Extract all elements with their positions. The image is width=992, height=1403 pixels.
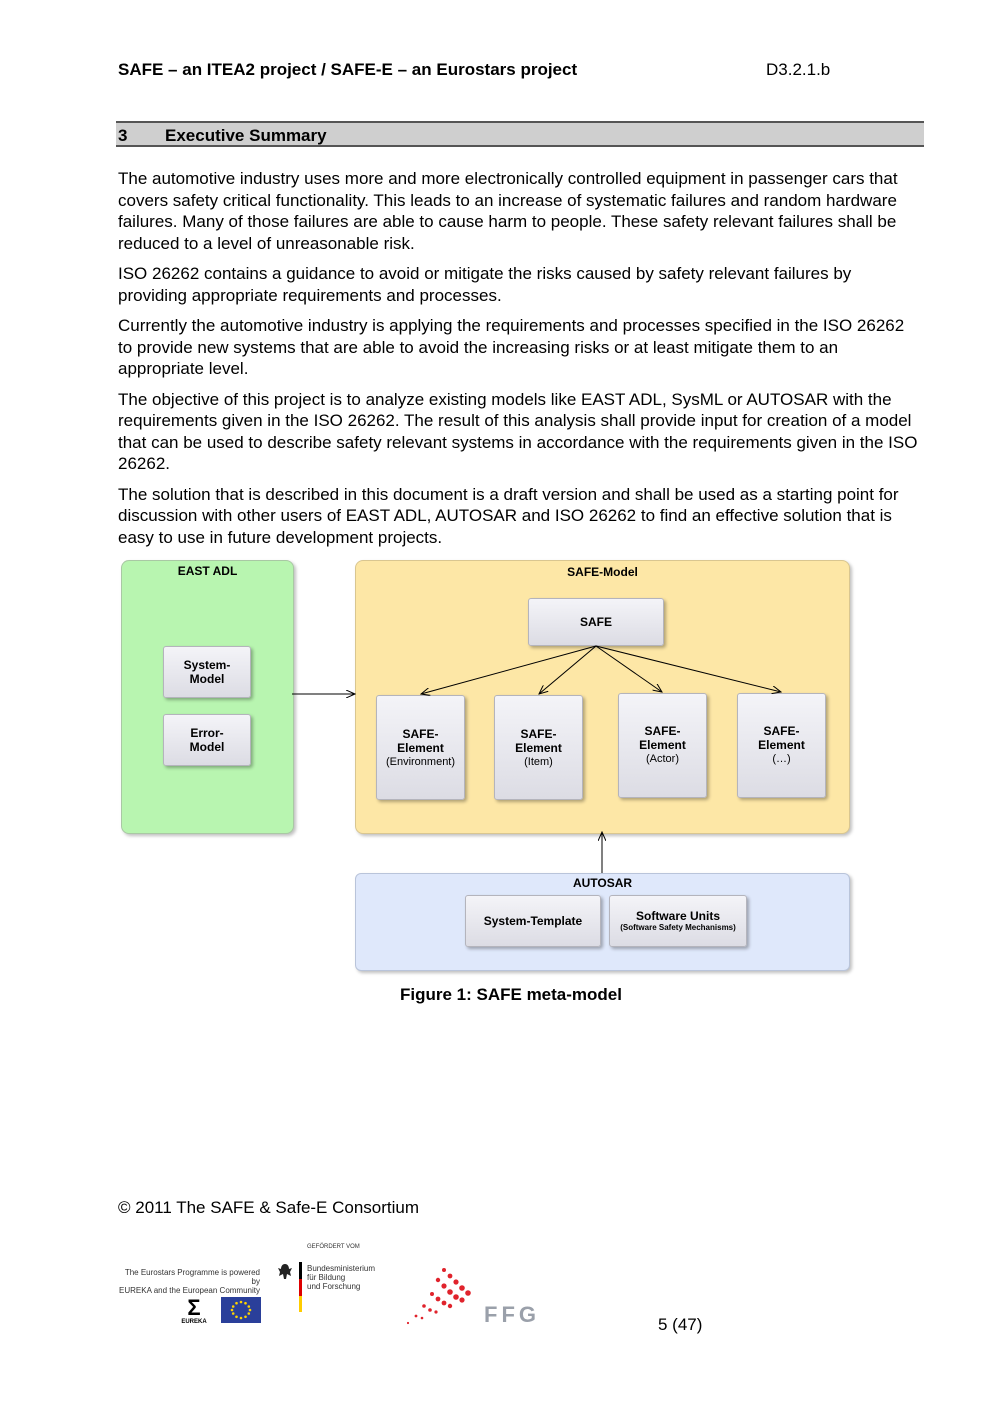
bmbf-text: Bundesministerium [307, 1264, 376, 1273]
box-label: Model [189, 740, 225, 754]
eagle-icon [276, 1262, 294, 1282]
software-units-box: Software Units (Software Safety Mechanis… [609, 895, 747, 947]
safe-element-environment: SAFE- Element (Environment) [376, 695, 465, 800]
safe-element-more: SAFE- Element (…) [737, 693, 826, 798]
paragraph: The solution that is described in this d… [118, 484, 899, 547]
arrow-root-to-actor [595, 645, 662, 692]
box-label: SAFE- [644, 724, 681, 738]
bmbf-logo-text: Bundesministerium für Bildung und Forsch… [307, 1264, 375, 1291]
bmbf-text: und Forschung [307, 1282, 361, 1291]
box-label: Model [189, 672, 225, 686]
paragraph: The objective of this project is to anal… [118, 389, 918, 474]
eurostars-text: EUREKA and the European Community [119, 1286, 260, 1295]
figure-caption: Figure 1: SAFE meta-model [400, 985, 622, 1004]
error-model-box: Error- Model [163, 714, 251, 766]
section-title: Executive Summary [165, 126, 327, 145]
east-adl-label: EAST ADL [177, 564, 238, 578]
eureka-logo: Σ EUREKA [179, 1297, 209, 1327]
eu-flag-icon [221, 1297, 261, 1323]
box-label: System- [183, 658, 231, 672]
page-number: 5 (47) [658, 1315, 703, 1334]
body-text: The automotive industry uses more and mo… [118, 168, 918, 557]
eureka-label: EUREKA [181, 1319, 207, 1325]
box-label: Element [758, 738, 805, 752]
ffg-logo-text: FFG [484, 1302, 540, 1327]
safe-root-box: SAFE [528, 598, 664, 646]
box-label: Element [397, 740, 444, 755]
box-label: System-Template [483, 914, 583, 928]
box-label: Error- [190, 726, 224, 740]
paragraph: Currently the automotive industry is app… [118, 316, 905, 378]
box-sublabel: (Actor) [646, 753, 679, 765]
ffg-dots-icon [406, 1268, 471, 1325]
bmbf-text: für Bildung [307, 1273, 346, 1282]
bmbf-top-label: GEFÖRDERT VOM [307, 1244, 360, 1250]
safe-element-actor: SAFE- Element (Actor) [618, 693, 707, 798]
box-label: SAFE [579, 615, 612, 629]
box-label: Software Units [635, 909, 720, 923]
section-heading: 3 Executive Summary [116, 121, 924, 147]
paragraph: ISO 26262 contains a guidance to avoid o… [118, 264, 852, 305]
autosar-group: AUTOSAR [355, 873, 850, 971]
box-label: SAFE- [763, 724, 800, 738]
autosar-label: AUTOSAR [572, 876, 633, 890]
section-number: 3 [118, 126, 128, 145]
box-sublabel: (…) [772, 753, 791, 765]
box-label: SAFE- [520, 726, 557, 741]
box-label: Element [639, 738, 686, 752]
document-id: D3.2.1.b [766, 60, 831, 79]
box-sublabel: (Software Safety Mechanisms) [620, 923, 736, 932]
box-sublabel: (Environment) [385, 755, 456, 768]
safe-element-item: SAFE- Element (Item) [494, 695, 583, 800]
document-header-title: SAFE – an ITEA2 project / SAFE-E – an Eu… [118, 60, 578, 79]
arrow-root-to-environment [421, 645, 597, 694]
paragraph: The automotive industry uses more and mo… [118, 169, 898, 253]
eurostars-text: The Eurostars Programme is powered by [124, 1268, 260, 1286]
box-label: SAFE- [402, 726, 439, 741]
german-flag-bar [299, 1262, 302, 1312]
box-label: Element [515, 740, 562, 755]
eurostars-logo: The Eurostars Programme is powered by EU… [118, 1268, 260, 1295]
arrow-root-to-more [595, 645, 781, 692]
box-sublabel: (Item) [524, 755, 553, 768]
sigma-icon: Σ [187, 1295, 201, 1320]
safe-model-label: SAFE-Model [567, 565, 638, 579]
arrow-root-to-item [539, 645, 597, 694]
eu-stars-icon [230, 1300, 252, 1320]
copyright: © 2011 The SAFE & Safe-E Consortium [118, 1198, 420, 1217]
system-template-box: System-Template [465, 895, 601, 947]
system-model-box: System- Model [163, 646, 251, 698]
